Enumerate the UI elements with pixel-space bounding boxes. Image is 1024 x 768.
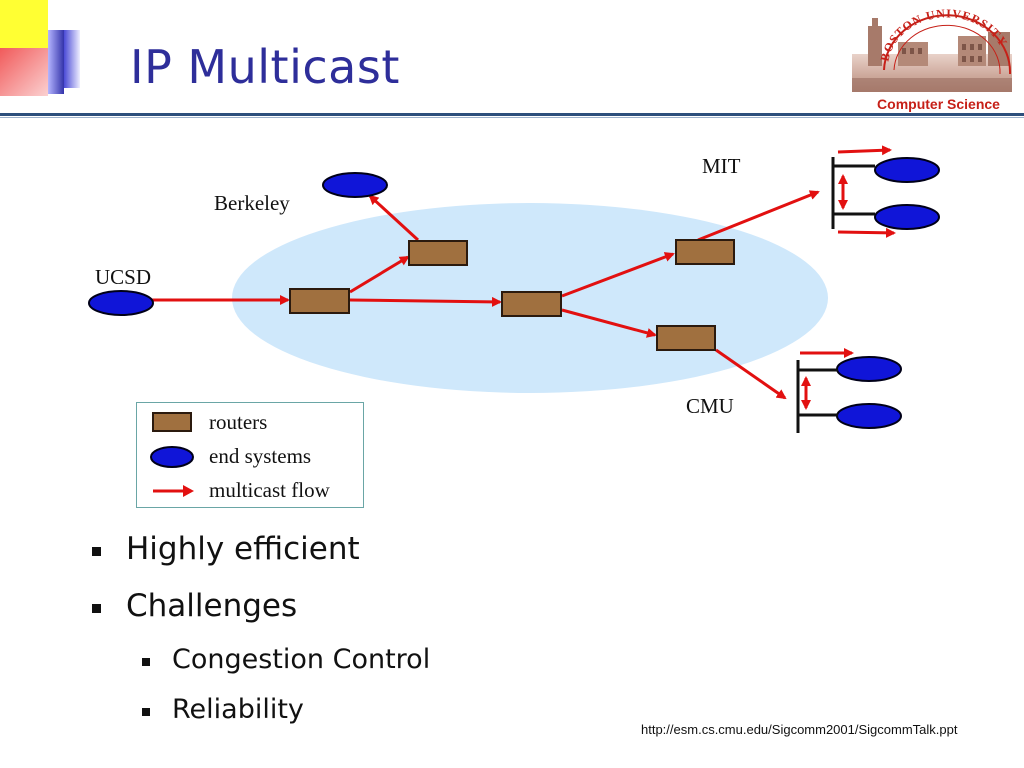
site-label-ucsd: UCSD (95, 265, 151, 289)
flow-router-berkeley-to-berkeley (368, 194, 420, 242)
router-core (501, 291, 562, 317)
site-label-mit: MIT (702, 154, 741, 178)
router-berkeley-side (408, 240, 468, 266)
router-symbol-icon (152, 412, 192, 432)
site-label-cmu: CMU (686, 394, 734, 418)
legend-item-multicast-flow: multicast flow (149, 475, 359, 505)
end-system-ucsd (88, 290, 154, 316)
router-ucsd-side (289, 288, 350, 314)
square-bullet-icon (142, 658, 150, 666)
legend-label: multicast flow (209, 478, 330, 502)
source-url: http://esm.cs.cmu.edu/Sigcomm2001/Sigcom… (641, 722, 958, 737)
end-system-cmu-1 (836, 356, 902, 382)
title-divider-thin (0, 117, 1024, 118)
bullet-text: Highly efficient (126, 531, 360, 567)
title-divider (0, 113, 1024, 116)
square-bullet-icon (142, 708, 150, 716)
logo-caption: Computer Science (877, 96, 1000, 112)
corner-decoration (0, 0, 120, 100)
end-system-mit-2 (874, 204, 940, 230)
mit-lan (831, 145, 896, 238)
multicast-network-diagram: Berkeley UCSD MIT CMU (88, 145, 940, 433)
square-bullet-icon (92, 547, 101, 556)
legend: routers end systems multicast flow (136, 402, 364, 508)
site-label-berkeley: Berkeley (214, 191, 290, 215)
flow-router2-to-router-mit (561, 252, 675, 298)
legend-label: routers (209, 410, 268, 434)
bullet-text: Challenges (126, 588, 298, 624)
bullet-highly-efficient: Highly efficient (92, 531, 360, 567)
end-system-cmu-2 (836, 403, 902, 429)
router-cmu-side (656, 325, 716, 351)
legend-item-end-systems: end systems (149, 441, 359, 471)
bullet-text: Congestion Control (172, 644, 431, 675)
cmu-lan (796, 348, 854, 433)
end-system-berkeley (322, 172, 388, 198)
end-system-symbol-icon (150, 446, 194, 468)
bullet-congestion-control: Congestion Control (142, 644, 430, 675)
flow-router1-to-router-berkeley (349, 255, 410, 294)
arrow-right-icon (153, 485, 194, 497)
slide-title: IP Multicast (130, 40, 400, 94)
boston-university-logo: BOSTON UNIVERSITY (852, 6, 1012, 92)
square-bullet-icon (92, 604, 101, 613)
bullet-text: Reliability (172, 694, 304, 725)
end-system-mit-1 (874, 157, 940, 183)
flow-router-cmu-to-cmu (715, 348, 787, 400)
bullet-challenges: Challenges (92, 588, 297, 624)
legend-item-routers: routers (149, 407, 359, 437)
flow-router-mit-to-mit (697, 190, 820, 242)
legend-label: end systems (209, 444, 312, 468)
bullet-reliability: Reliability (142, 694, 304, 725)
router-mit-side (675, 239, 735, 265)
flow-router1-to-router2 (349, 296, 502, 307)
flow-router2-to-router-cmu (561, 308, 657, 338)
